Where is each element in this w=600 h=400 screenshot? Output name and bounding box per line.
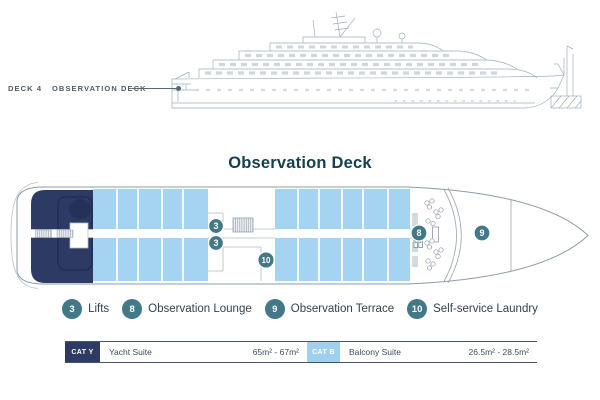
legend-badge-3: 3 — [62, 299, 83, 319]
marker-laundry: 10 — [257, 251, 275, 269]
marker-observation-lounge: 8 — [410, 224, 428, 242]
lounge-chairs — [424, 198, 444, 271]
legend-badge-10: 10 — [407, 299, 428, 319]
deck-plan: 3 3 10 8 9 — [10, 182, 589, 289]
svg-text:10: 10 — [262, 256, 271, 265]
cat-y-name: Yacht Suite — [109, 347, 152, 357]
legend-item-self-service-laundry: 10 Self-service Laundry — [407, 299, 538, 319]
legend-badge-9: 9 — [264, 299, 285, 319]
marker-observation-terrace: 9 — [473, 224, 491, 242]
legend-item-lifts: 3 Lifts — [62, 299, 109, 319]
svg-text:3: 3 — [213, 238, 218, 248]
legend-label: Self-service Laundry — [433, 303, 538, 315]
lounge-bar-counter — [432, 226, 439, 243]
cat-y-row: Yacht Suite 65m² - 67m² — [100, 342, 307, 362]
midship-stairs — [232, 217, 254, 233]
cat-y-chip: CAT Y — [65, 342, 100, 362]
legend-item-observation-terrace: 9 Observation Terrace — [264, 299, 395, 319]
cat-b-row: Balcony Suite 26.5m² - 28.5m² — [340, 342, 537, 362]
cat-b-chip: CAT B — [307, 342, 340, 362]
legend-label: Observation Lounge — [148, 303, 252, 315]
marker-lift-lower: 3 — [207, 234, 225, 252]
legend: 3 Lifts 8 Observation Lounge 9 Observati… — [0, 299, 600, 319]
legend-item-observation-lounge: 8 Observation Lounge — [122, 299, 252, 319]
cat-b-size: 26.5m² - 28.5m² — [468, 347, 529, 357]
svg-text:3: 3 — [213, 221, 218, 231]
stern-outer-outline — [10, 182, 39, 289]
marker-lift-upper: 3 — [207, 217, 225, 235]
page-title: Observation Deck — [228, 154, 372, 172]
legend-badge-8: 8 — [122, 299, 143, 319]
svg-text:8: 8 — [416, 228, 421, 238]
legend-label: Lifts — [88, 303, 110, 315]
deck-name-label: OBSERVATION DECK — [52, 84, 147, 93]
yacht-line-drawing — [171, 11, 582, 109]
aft-stairs — [35, 229, 52, 238]
leader-line — [132, 88, 176, 89]
lounge-curved-wall — [443, 187, 462, 284]
leader-dot — [176, 86, 181, 91]
svg-text:9: 9 — [479, 228, 484, 238]
aft-stairs-2 — [56, 229, 74, 238]
cabin-dividers — [116, 189, 389, 281]
cat-b-name: Balcony Suite — [349, 347, 401, 357]
legend-label: Observation Terrace — [290, 303, 395, 315]
cat-y-size: 65m² - 67m² — [252, 347, 299, 357]
ship-profile-illustration — [171, 11, 582, 109]
deck-number-label: DECK 4 — [8, 84, 43, 93]
category-table: CAT Y Yacht Suite 65m² - 67m² CAT B Balc… — [65, 341, 537, 363]
